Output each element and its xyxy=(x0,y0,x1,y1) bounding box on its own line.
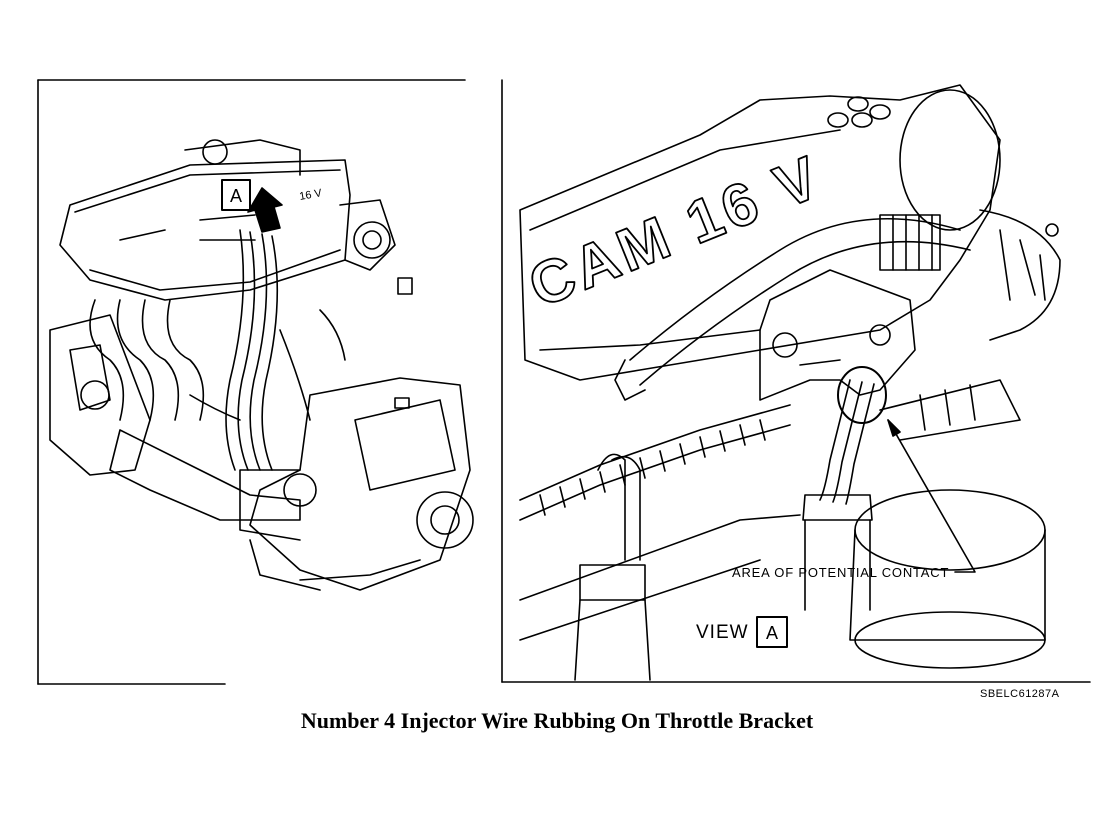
left-panel-frame xyxy=(37,79,466,685)
figure-caption: Number 4 Injector Wire Rubbing On Thrott… xyxy=(300,708,814,733)
callout-leader-line xyxy=(887,419,976,573)
view-label: VIEW xyxy=(696,622,749,643)
view-direction-arrow xyxy=(247,187,283,233)
view-box xyxy=(756,616,788,648)
view-a-marker: A xyxy=(221,179,251,211)
figure-code: SBELC61287A xyxy=(980,688,1060,700)
cam-cover-closeup xyxy=(519,84,1061,681)
engine-assembly xyxy=(49,139,474,591)
area-of-contact-callout: AREA OF POTENTIAL CONTACT xyxy=(732,565,949,580)
view-box-letter: A xyxy=(766,623,778,643)
callout-arrowhead xyxy=(887,419,901,437)
view-a-letter: A xyxy=(230,186,242,206)
left-cover-text: 16 V xyxy=(298,187,323,203)
right-panel-frame xyxy=(501,79,1091,683)
